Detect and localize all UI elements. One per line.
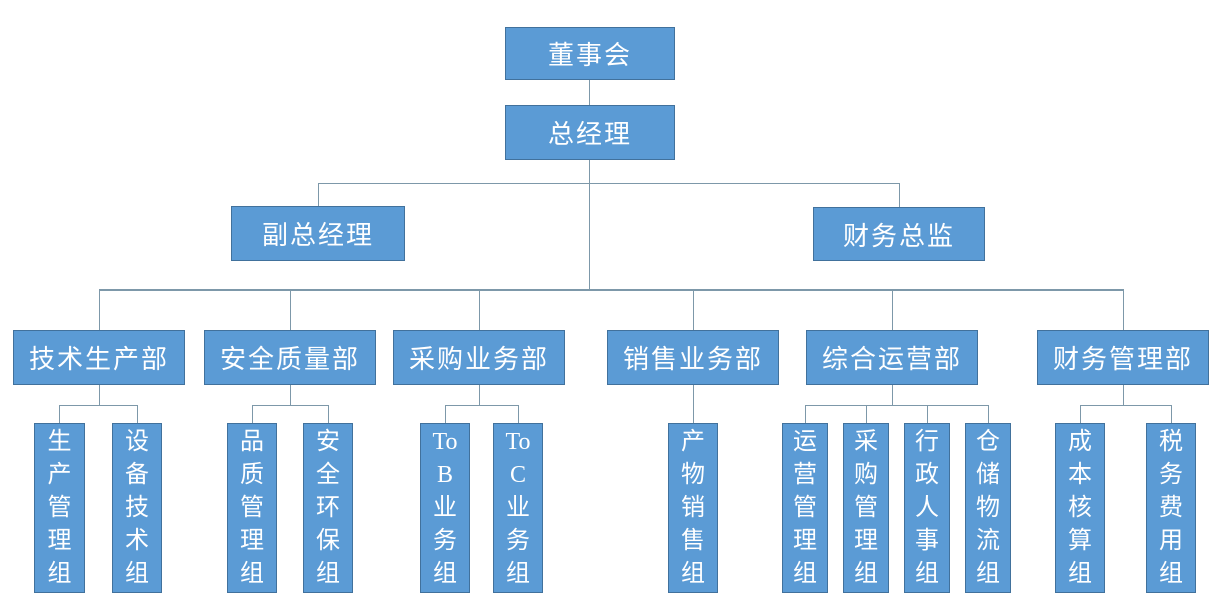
connector-line bbox=[99, 291, 100, 330]
connector-line bbox=[1080, 406, 1081, 423]
node-group-tax-expense: 税 务 费 用 组 bbox=[1146, 423, 1196, 593]
connector-line bbox=[927, 406, 928, 423]
connector-line bbox=[1171, 406, 1172, 423]
node-group-production-management: 生 产 管 理 组 bbox=[34, 423, 85, 593]
connector-line bbox=[328, 406, 329, 423]
connector-line bbox=[1080, 405, 1172, 406]
node-group-procurement-management: 采 购 管 理 组 bbox=[843, 423, 889, 593]
node-group-cost-accounting: 成 本 核 算 组 bbox=[1055, 423, 1105, 593]
connector-line bbox=[805, 406, 806, 423]
node-general-manager: 总经理 bbox=[505, 105, 675, 160]
node-dept-sales: 销售业务部 bbox=[607, 330, 779, 385]
node-group-to-c-business: To C 业 务 组 bbox=[493, 423, 543, 593]
connector-line bbox=[988, 406, 989, 423]
connector-line bbox=[137, 406, 138, 423]
connector-line bbox=[318, 183, 900, 184]
node-dept-safety-quality: 安全质量部 bbox=[204, 330, 376, 385]
connector-line bbox=[252, 405, 329, 406]
node-group-to-b-business: To B 业 务 组 bbox=[420, 423, 470, 593]
connector-line bbox=[59, 406, 60, 423]
connector-line bbox=[1123, 291, 1124, 330]
connector-line bbox=[693, 385, 694, 423]
connector-line bbox=[318, 184, 319, 206]
node-dept-procurement: 采购业务部 bbox=[393, 330, 565, 385]
connector-line bbox=[892, 291, 893, 330]
node-group-product-sales: 产 物 销 售 组 bbox=[668, 423, 718, 593]
connector-line bbox=[892, 385, 893, 405]
connector-line bbox=[479, 291, 480, 330]
connector-line bbox=[589, 80, 590, 105]
connector-line bbox=[479, 385, 480, 405]
node-group-equipment-technology: 设 备 技 术 组 bbox=[112, 423, 162, 593]
node-board: 董事会 bbox=[505, 27, 675, 80]
connector-line bbox=[866, 406, 867, 423]
connector-line bbox=[99, 385, 100, 405]
node-dept-operations: 综合运营部 bbox=[806, 330, 978, 385]
node-group-quality-management: 品 质 管 理 组 bbox=[227, 423, 277, 593]
node-dept-tech-production: 技术生产部 bbox=[13, 330, 185, 385]
connector-line bbox=[805, 405, 989, 406]
connector-line bbox=[518, 406, 519, 423]
connector-line bbox=[445, 406, 446, 423]
connector-line bbox=[252, 406, 253, 423]
connector-line bbox=[445, 405, 519, 406]
node-group-admin-hr: 行 政 人 事 组 bbox=[904, 423, 950, 593]
node-dept-finance: 财务管理部 bbox=[1037, 330, 1209, 385]
connector-line bbox=[290, 291, 291, 330]
connector-line bbox=[99, 289, 1124, 291]
connector-line bbox=[290, 385, 291, 405]
node-group-operation-management: 运 营 管 理 组 bbox=[782, 423, 828, 593]
node-group-safety-environment: 安 全 环 保 组 bbox=[303, 423, 353, 593]
connector-line bbox=[899, 184, 900, 207]
node-group-warehouse-logistics: 仓 储 物 流 组 bbox=[965, 423, 1011, 593]
connector-line bbox=[1123, 385, 1124, 405]
node-finance-director: 财务总监 bbox=[813, 207, 985, 261]
connector-line bbox=[589, 160, 590, 290]
node-deputy-general-manager: 副总经理 bbox=[231, 206, 405, 261]
connector-line bbox=[693, 291, 694, 330]
connector-line bbox=[59, 405, 138, 406]
